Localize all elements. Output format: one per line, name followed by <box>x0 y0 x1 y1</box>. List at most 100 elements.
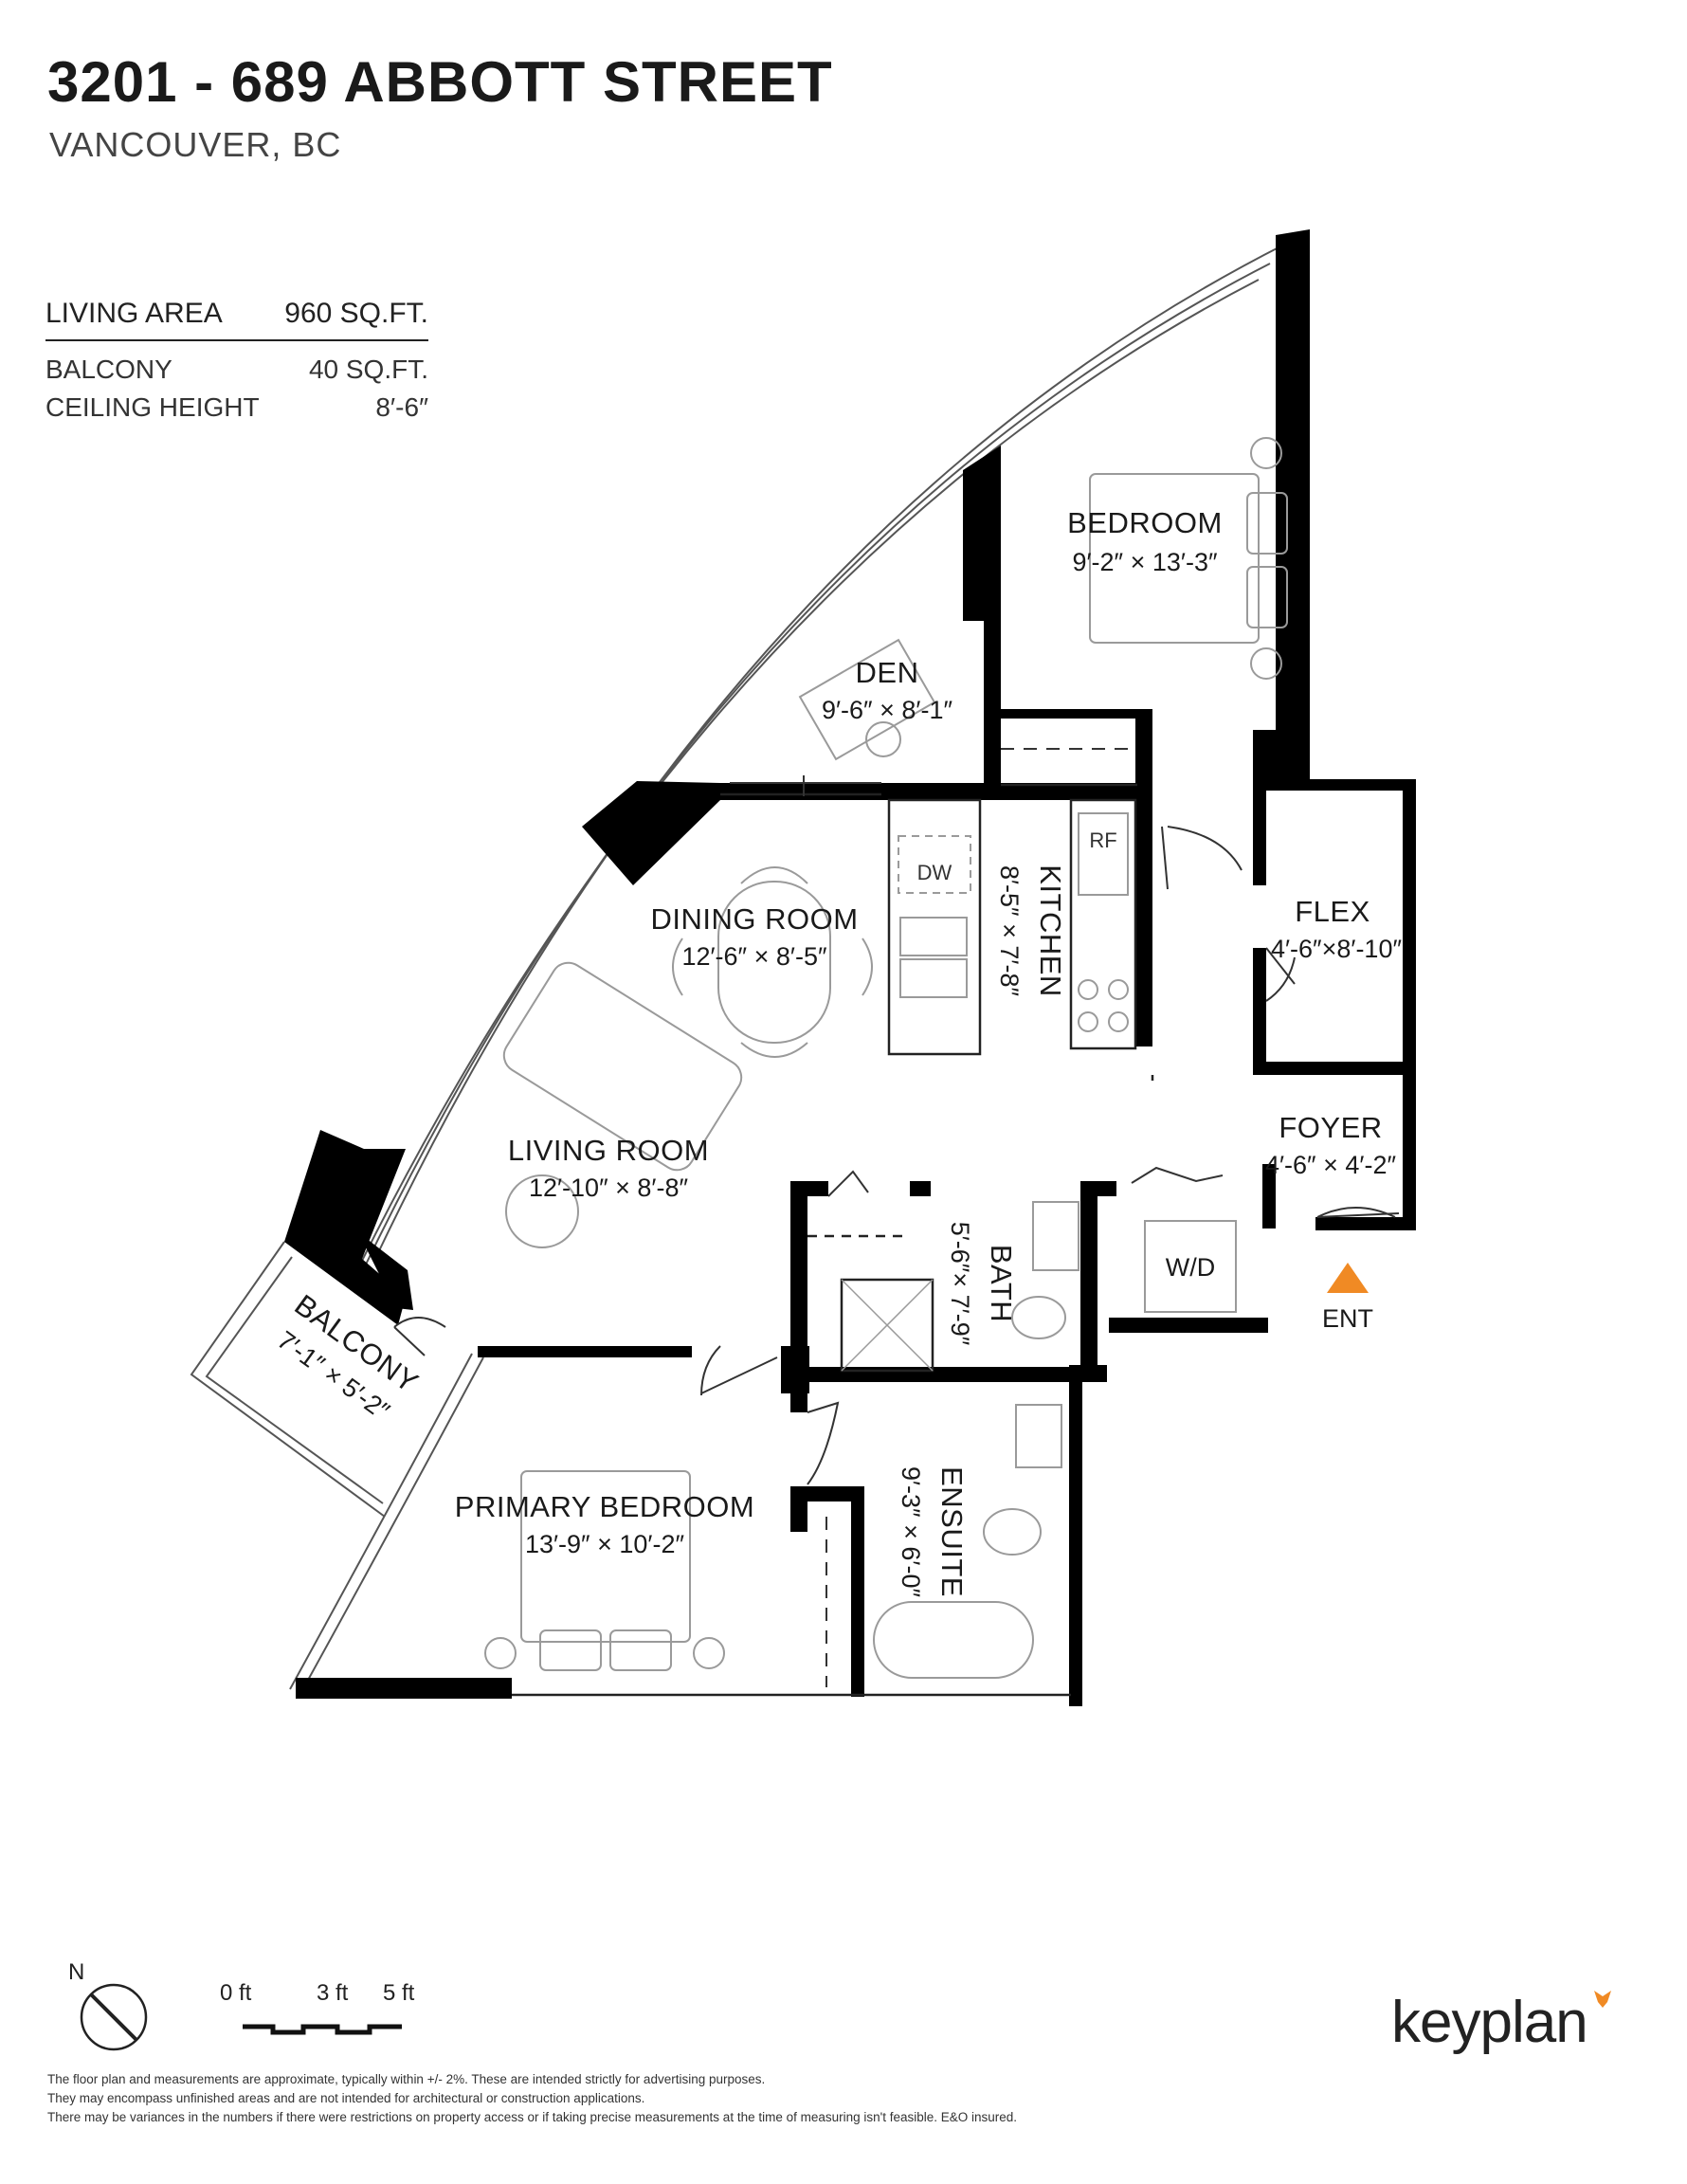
area-summary: LIVING AREA 960 SQ.FT. BALCONY 40 SQ.FT.… <box>45 298 428 423</box>
compass-ring <box>80 1983 148 2051</box>
living-area-label: LIVING AREA <box>45 298 223 329</box>
wall-ensuite-jamb <box>790 1380 807 1412</box>
den-desk <box>798 638 936 761</box>
disclaimer-line-2: They may encompass unfinished areas and … <box>47 2091 645 2105</box>
bath-vanity <box>1032 1201 1079 1271</box>
wall-flex-west-lower <box>1253 948 1266 1073</box>
curved-window-wall <box>289 244 1285 1693</box>
wall-entry-south <box>1315 1217 1416 1230</box>
primary-nightstand-2 <box>693 1637 725 1669</box>
wall-wd-east <box>1262 1164 1276 1228</box>
living-area-value: 960 SQ.FT. <box>284 298 428 329</box>
bedroom-nightstand-2 <box>1250 647 1282 680</box>
furniture <box>484 437 1288 1679</box>
brand-fox-icon <box>1594 1991 1611 2008</box>
wall-bedroom-closet <box>1001 709 1152 719</box>
compass-north-label: N <box>68 1959 84 1985</box>
disclaimer-line-1: The floor plan and measurements are appr… <box>47 2072 766 2086</box>
ceiling-height-row: CEILING HEIGHT 8′-6″ <box>45 392 428 423</box>
door-ensuite <box>807 1401 840 1485</box>
washer-dryer-box <box>1144 1220 1237 1313</box>
wall-flex-west-upper <box>1253 779 1266 885</box>
ensuite-tub <box>873 1601 1034 1679</box>
bath-name: BATH <box>985 1245 1018 1322</box>
living-area-row: LIVING AREA 960 SQ.FT. <box>45 298 428 341</box>
wall-balcony-jamb <box>358 1232 413 1310</box>
bedroom-nightstand-1 <box>1250 437 1282 469</box>
dining-chair-s <box>740 1042 808 1058</box>
wall-bath-west <box>790 1181 807 1386</box>
wall-dining-north <box>720 783 1152 800</box>
shower <box>841 1279 934 1372</box>
fixture-labels: DW RF W/D ENT <box>917 828 1373 1333</box>
wall-primary-north <box>478 1346 692 1357</box>
listing-address: 3201 - 689 ABBOTT STREET <box>47 50 833 114</box>
flex-dim: 4′-6″×8′-10″ <box>1271 935 1403 963</box>
ceiling-height-value: 8′-6″ <box>375 392 428 422</box>
room-labels: BEDROOM 9′-2″ × 13′-3″ DEN 9′-6″ × 8′-1″… <box>272 506 1403 1598</box>
doors <box>393 748 1400 1687</box>
door-flex <box>1265 947 1296 1002</box>
fridge-box <box>1078 812 1129 896</box>
wall-bath-north-left <box>790 1181 828 1196</box>
bath-dim: 5′-6″× 7′-9″ <box>946 1222 974 1346</box>
wall-bath-east <box>1080 1181 1097 1382</box>
compass-needle-icon <box>89 1993 138 2042</box>
dining-table <box>717 881 831 1044</box>
fridge-label: RF <box>1089 828 1116 852</box>
living-sofa <box>502 961 743 1172</box>
wall-dining-corner <box>582 781 720 885</box>
primary-pillow-2 <box>609 1629 672 1671</box>
bedroom-name: BEDROOM <box>1067 506 1223 539</box>
dining-dim: 12′-6″ × 8′-5″ <box>681 942 827 971</box>
balcony-area-label: BALCONY <box>45 355 172 384</box>
scale-three: 3 ft <box>317 1980 349 2006</box>
door-primary <box>700 1345 778 1396</box>
wall-wd-south <box>1109 1318 1268 1333</box>
wall-bath-south <box>790 1367 1096 1382</box>
balcony-area-value: 40 SQ.FT. <box>308 355 428 384</box>
foyer-name: FOYER <box>1279 1111 1382 1144</box>
scale-zero: 0 ft <box>220 1980 252 2006</box>
ensuite-vanity <box>1015 1404 1062 1468</box>
door-entry <box>1316 1207 1400 1218</box>
door-bath-closet <box>827 1170 869 1197</box>
primary-bed <box>520 1470 691 1643</box>
den-dim: 9′-6″ × 8′-1″ <box>822 696 953 724</box>
wall-bedroom-corner <box>1253 730 1310 787</box>
brand-logo: keyplan <box>1391 1990 1588 2055</box>
scale-bar: 0 ft 3 ft 5 ft <box>220 1980 415 2035</box>
bedroom-pillow-2 <box>1246 566 1288 628</box>
ensuite-dim: 9′-3″ × 6′-0″ <box>897 1466 925 1598</box>
ceiling-height-label: CEILING HEIGHT <box>45 392 260 422</box>
primary-nightstand-1 <box>484 1637 517 1669</box>
door-hall <box>1161 826 1243 890</box>
scale-five: 5 ft <box>383 1980 415 2006</box>
disclaimer-line-3: There may be variances in the numbers if… <box>47 2110 1018 2124</box>
wall-kitchen-east <box>1135 709 1152 1046</box>
ensuite-name: ENSUITE <box>935 1466 969 1597</box>
wall-flex-south <box>1253 1062 1414 1075</box>
primary-name: PRIMARY BEDROOM <box>455 1490 754 1523</box>
dishwasher <box>898 835 971 894</box>
disclaimer: The floor plan and measurements are appr… <box>47 2070 1185 2127</box>
dining-chair-e <box>862 937 873 996</box>
wall-wd-north <box>1096 1181 1116 1196</box>
foyer-dim: 4′-6″ × 4′-2″ <box>1265 1151 1397 1179</box>
wall-ensuite-closet <box>851 1486 864 1697</box>
kitchen-dim: 8′-5″ × 7′-8″ <box>995 865 1024 997</box>
wall-closet-north <box>790 1486 855 1502</box>
washer-dryer-label: W/D <box>1166 1253 1215 1282</box>
door-balcony <box>393 1317 446 1356</box>
bath-toilet <box>1011 1296 1066 1339</box>
walls <box>284 229 1416 1706</box>
door-wd <box>1131 1166 1224 1184</box>
wall-flex-north <box>1253 779 1414 791</box>
wall-bedroom-east <box>1276 229 1310 770</box>
living-name: LIVING ROOM <box>508 1134 709 1167</box>
burner-4 <box>1108 1011 1129 1032</box>
entrance-label: ENT <box>1322 1304 1373 1333</box>
living-dim: 12′-10″ × 8′-8″ <box>529 1174 689 1202</box>
bedroom-dim: 9′-2″ × 13′-3″ <box>1072 548 1218 576</box>
